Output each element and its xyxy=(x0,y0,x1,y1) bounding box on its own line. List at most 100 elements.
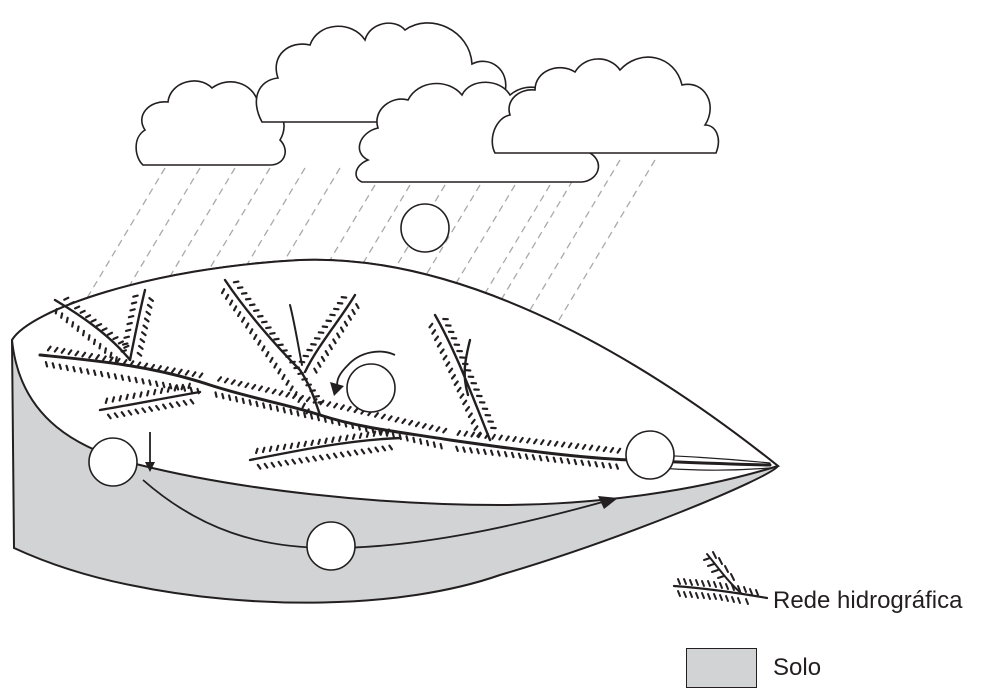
river-hatch-mark xyxy=(575,460,577,464)
river-hatch-mark xyxy=(94,340,95,344)
river-hatch-mark xyxy=(353,435,354,439)
river-hatch-mark xyxy=(168,387,169,391)
river-hatch-mark xyxy=(277,407,278,411)
river-hatch-mark xyxy=(319,402,324,403)
river-hatch-mark xyxy=(126,330,130,331)
river-hatch-mark xyxy=(374,432,375,436)
river-hatch-mark xyxy=(122,376,123,380)
river-hatch-mark xyxy=(229,396,230,400)
river-hatch-mark xyxy=(400,435,401,439)
river-hatch-mark xyxy=(142,379,143,383)
soil-legend-label: Solo xyxy=(773,654,821,682)
river-hatch-mark xyxy=(125,337,129,338)
river-hatch-mark xyxy=(46,362,47,366)
river-hatch-mark xyxy=(332,438,333,442)
river-hatch-mark xyxy=(302,379,306,380)
river-hatch-mark xyxy=(120,396,121,400)
circle-marker-outlet xyxy=(626,431,674,479)
river-hatch-mark xyxy=(359,425,360,429)
river-hatch-mark xyxy=(491,451,493,455)
river-hatch-mark xyxy=(319,332,324,333)
river-hatch-mark xyxy=(133,296,137,297)
river-hatch-mark xyxy=(129,377,130,381)
river-hatch-mark xyxy=(298,373,302,374)
river-hatch-mark xyxy=(297,411,298,415)
river-hatch-mark xyxy=(393,433,394,437)
river-hatch-mark xyxy=(53,363,54,367)
river-hatch-mark xyxy=(80,368,81,372)
river-hatch-mark xyxy=(307,350,311,351)
river-hatch-mark xyxy=(323,327,327,328)
river-hatch-mark xyxy=(332,419,333,423)
river-hatch-mark xyxy=(294,368,298,369)
river-hatch-mark xyxy=(441,444,442,448)
river-hatch-mark xyxy=(427,441,428,445)
river-hatch-mark xyxy=(61,313,62,317)
river-hatch-mark xyxy=(318,440,319,444)
river-hatch-mark xyxy=(561,458,563,462)
river-hatch-mark xyxy=(589,461,591,465)
river-hatch-mark xyxy=(547,457,549,461)
river-hatch-mark xyxy=(315,396,319,397)
river-hatch-mark xyxy=(284,408,285,412)
river-hatch-mark xyxy=(315,338,320,339)
river-hatch-mark xyxy=(470,448,472,452)
river-hatch-mark xyxy=(306,385,311,386)
river-hatch-mark xyxy=(407,436,408,440)
river-hatch-mark xyxy=(582,461,584,465)
river-hatch-mark xyxy=(136,378,137,382)
river-hatch-mark xyxy=(105,348,106,352)
river-hatch-mark xyxy=(106,399,107,403)
river-hatch-mark xyxy=(304,356,308,357)
river-hatch-mark xyxy=(56,309,57,313)
river-hatch-mark xyxy=(413,438,414,442)
river-hatch-mark xyxy=(284,445,285,449)
river-hatch-mark xyxy=(270,333,274,334)
river-hatch-mark xyxy=(175,386,176,390)
river-hatch-mark xyxy=(381,431,382,435)
river-hatch-mark xyxy=(318,416,319,420)
river-hatch-mark xyxy=(110,353,111,357)
river-hatch-mark xyxy=(477,449,479,453)
soil-legend-swatch xyxy=(686,648,757,688)
river-hatch-mark xyxy=(236,397,237,401)
river-hatch-mark xyxy=(463,448,465,452)
river-hatch-mark xyxy=(312,441,313,445)
river-hatch-mark xyxy=(366,427,367,431)
river-hatch-mark xyxy=(222,394,223,398)
river-hatch-mark xyxy=(270,447,271,451)
river-hatch-mark xyxy=(388,430,389,434)
river-hatch-mark xyxy=(420,439,421,443)
river-hatch-mark xyxy=(246,299,250,300)
river-hatch-mark xyxy=(128,323,132,324)
river-hatch-mark xyxy=(258,316,262,317)
river-hatch-mark xyxy=(89,335,90,339)
river-hatch-mark xyxy=(498,451,500,455)
river-hatch-mark xyxy=(291,444,292,448)
river-hatch-mark xyxy=(256,402,257,406)
river-hatch-mark xyxy=(456,447,458,451)
river-hatch-mark xyxy=(147,391,148,395)
river-hatch-mark xyxy=(130,309,134,310)
river-hatch-mark xyxy=(123,344,127,345)
river-hatch-mark xyxy=(484,450,486,454)
river-hatch-mark xyxy=(595,462,597,466)
river-hatch-mark xyxy=(163,383,164,387)
river-hatch-mark xyxy=(505,452,507,456)
river-hatch-mark xyxy=(156,382,157,386)
river-hatch-mark xyxy=(311,344,316,345)
river-hatch-mark xyxy=(616,465,618,469)
river-hatch-mark xyxy=(250,305,255,306)
river-hatch-mark xyxy=(342,297,347,298)
circle-marker-precipitation xyxy=(401,204,449,252)
river-hatch-mark xyxy=(73,367,74,371)
river-hatch-mark xyxy=(140,392,141,396)
river-hatch-mark xyxy=(602,463,604,467)
river-hatch-mark xyxy=(304,413,305,417)
river-hatch-mark xyxy=(270,405,271,409)
river-hatch-mark xyxy=(256,449,257,453)
river-hatch-mark xyxy=(330,315,334,316)
river-hatch-mark xyxy=(338,303,342,304)
river-hatch-mark xyxy=(191,388,192,392)
river-hatch-mark xyxy=(154,390,155,394)
